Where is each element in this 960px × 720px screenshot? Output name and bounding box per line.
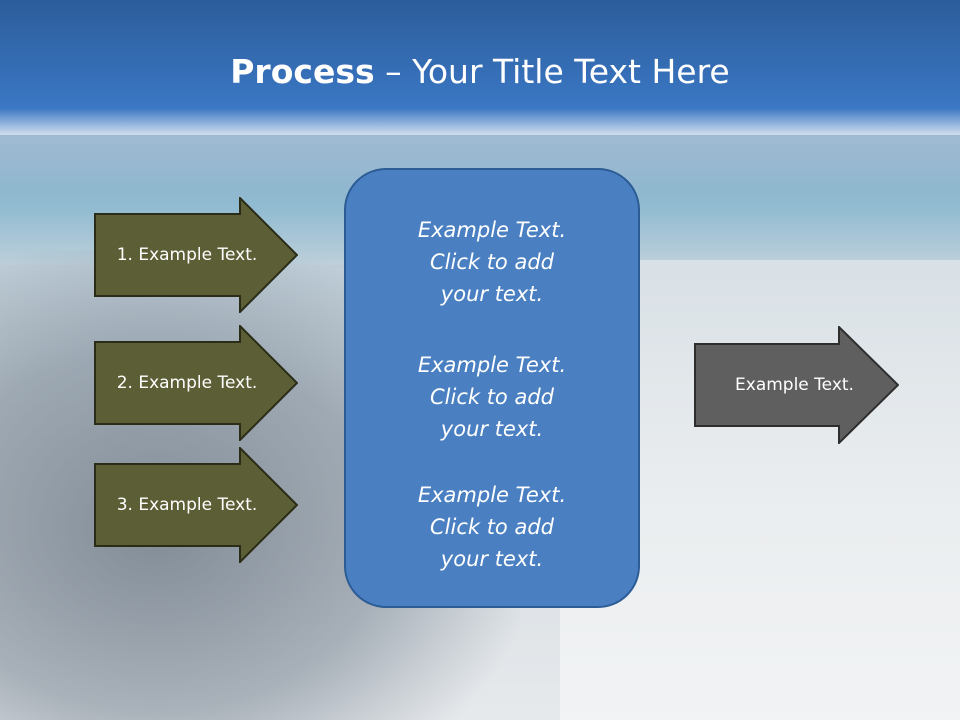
center-text-block-2: Example Text. Click to add your text. bbox=[346, 349, 638, 445]
center-process-box[interactable]: Example Text. Click to add your text. Ex… bbox=[344, 168, 640, 608]
output-arrow[interactable]: Example Text. bbox=[694, 326, 899, 444]
title-rest: – Your Title Text Here bbox=[374, 52, 730, 91]
arrow-shape bbox=[694, 326, 899, 444]
block-line: your text. bbox=[440, 282, 544, 306]
arrow-shape bbox=[94, 197, 298, 313]
title-bold: Process bbox=[230, 52, 375, 91]
block-line: Click to add bbox=[429, 385, 554, 409]
arrow-shape bbox=[94, 447, 298, 563]
block-line: Example Text. bbox=[417, 353, 567, 377]
input-arrow-label: 2. Example Text. bbox=[116, 373, 258, 393]
arrow-shape bbox=[94, 325, 298, 441]
block-line: Example Text. bbox=[417, 483, 567, 507]
input-arrow-label: 1. Example Text. bbox=[116, 245, 258, 265]
block-line: Click to add bbox=[429, 515, 554, 539]
block-line: your text. bbox=[440, 417, 544, 441]
input-arrow-2[interactable]: 2. Example Text. bbox=[94, 325, 298, 441]
input-arrow-3[interactable]: 3. Example Text. bbox=[94, 447, 298, 563]
input-arrow-1[interactable]: 1. Example Text. bbox=[94, 197, 298, 313]
input-arrow-label: 3. Example Text. bbox=[116, 495, 258, 515]
center-text-block-3: Example Text. Click to add your text. bbox=[346, 479, 638, 575]
output-arrow-label: Example Text. bbox=[735, 375, 854, 395]
slide-title: Process – Your Title Text Here bbox=[0, 52, 960, 91]
block-line: your text. bbox=[440, 547, 544, 571]
block-line: Click to add bbox=[429, 250, 554, 274]
block-line: Example Text. bbox=[417, 218, 567, 242]
center-text-block-1: Example Text. Click to add your text. bbox=[346, 214, 638, 310]
